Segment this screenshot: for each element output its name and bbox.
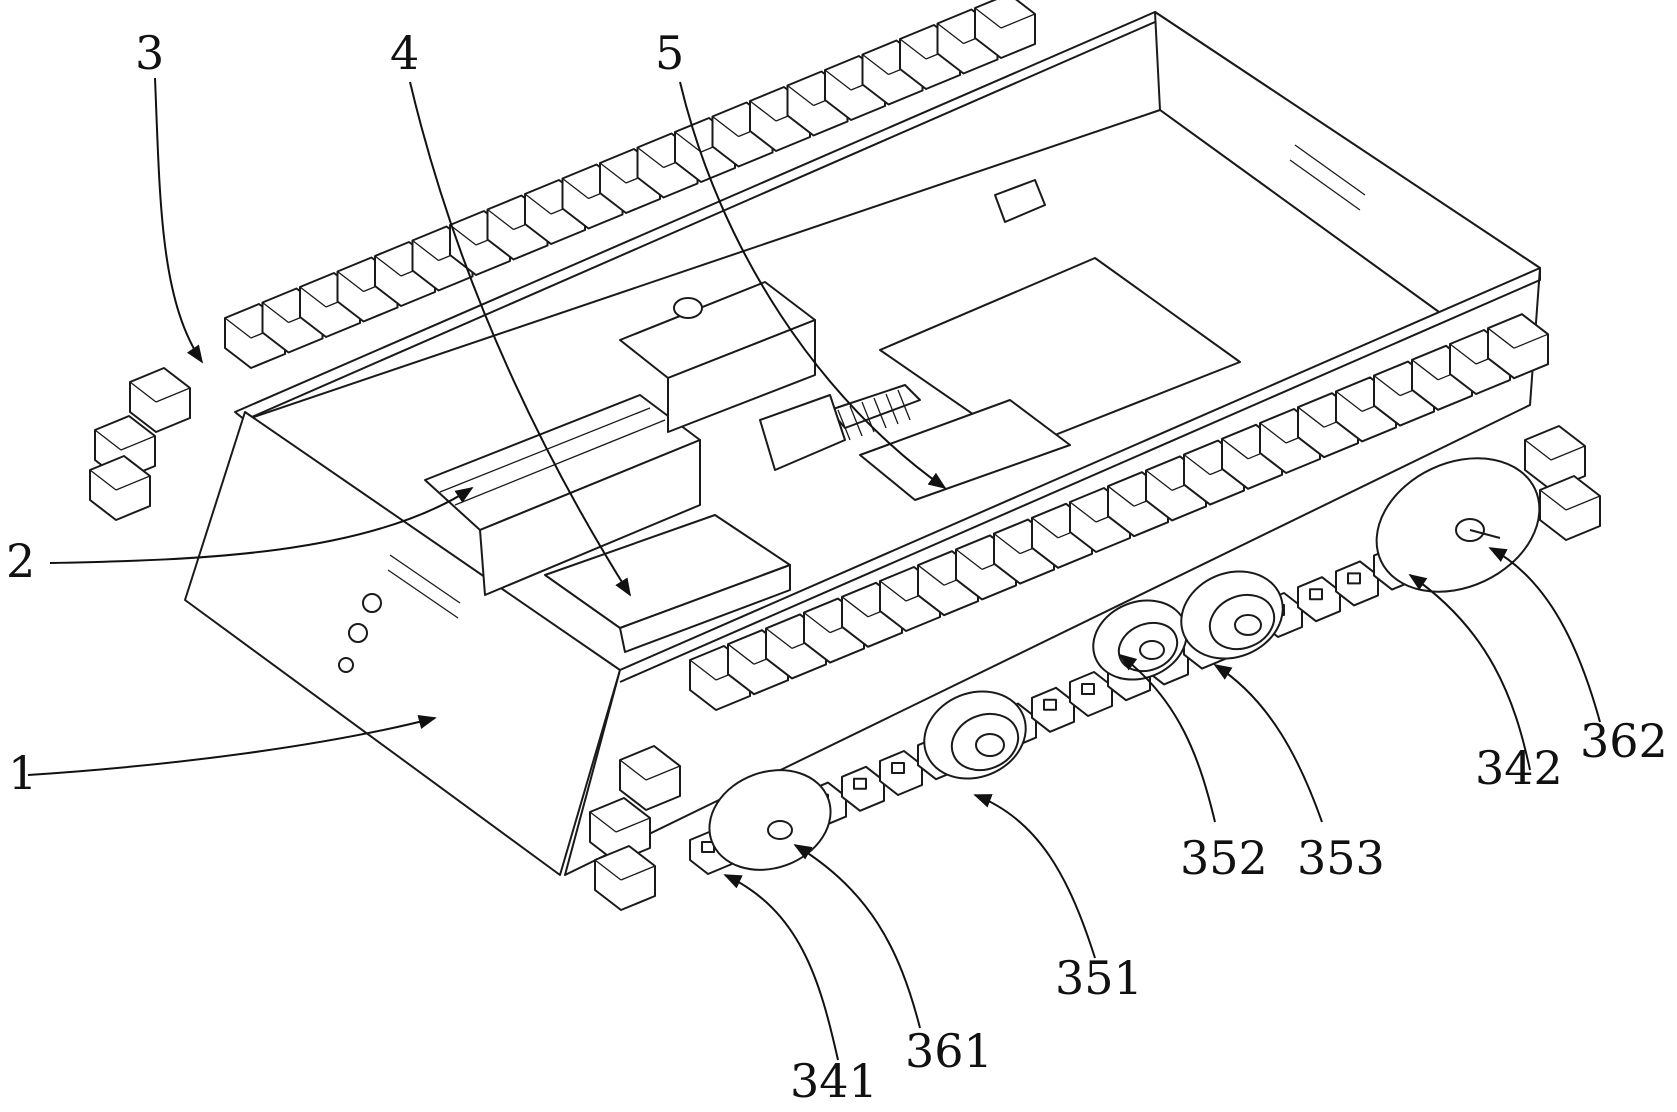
road-wheel-353 bbox=[1180, 570, 1284, 660]
label-2: 2 bbox=[6, 534, 36, 588]
leader-352 bbox=[1118, 653, 1216, 823]
label-353: 353 bbox=[1297, 831, 1385, 885]
road-wheel-352 bbox=[1092, 599, 1188, 681]
driver-board bbox=[859, 399, 1071, 501]
leader-2 bbox=[49, 487, 474, 564]
leader-1 bbox=[27, 715, 437, 776]
leader-361 bbox=[793, 844, 921, 1029]
leader-341 bbox=[723, 874, 839, 1061]
label-342: 342 bbox=[1475, 741, 1563, 795]
label-3: 3 bbox=[135, 26, 165, 80]
label-5: 5 bbox=[655, 26, 685, 80]
leader-3 bbox=[154, 77, 204, 364]
label-4: 4 bbox=[390, 26, 420, 80]
far-track bbox=[89, 0, 1036, 521]
label-351: 351 bbox=[1055, 951, 1143, 1005]
leader-4 bbox=[409, 81, 631, 597]
leader-351 bbox=[973, 794, 1096, 959]
leader-342 bbox=[1408, 573, 1531, 771]
far-track-shoe bbox=[974, 0, 1036, 59]
label-341: 341 bbox=[790, 1054, 878, 1108]
label-361: 361 bbox=[905, 1024, 993, 1078]
rear-switch bbox=[994, 179, 1046, 223]
label-352: 352 bbox=[1180, 831, 1268, 885]
leader-353 bbox=[1213, 664, 1323, 823]
leader-lines bbox=[27, 77, 1601, 1061]
label-362: 362 bbox=[1580, 714, 1668, 768]
leader-5 bbox=[679, 81, 947, 490]
road-wheel-351 bbox=[923, 690, 1027, 780]
interior-components bbox=[424, 179, 1071, 653]
label-1: 1 bbox=[8, 746, 38, 800]
leader-362 bbox=[1488, 547, 1601, 723]
